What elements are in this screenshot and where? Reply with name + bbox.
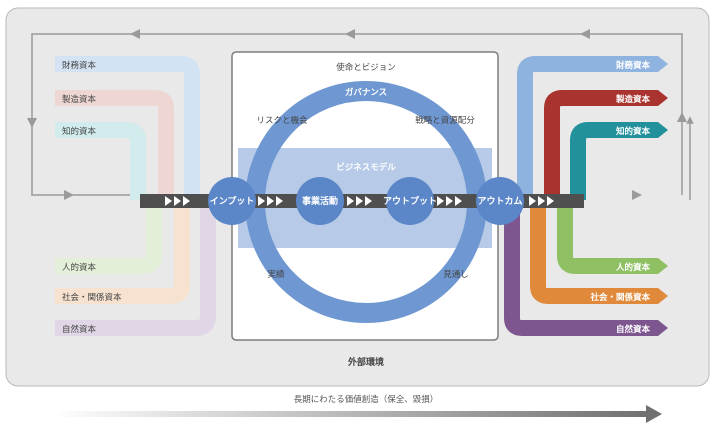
feedback-loop: [31, 33, 694, 200]
flow-chevron: [446, 196, 453, 206]
node-outcome-label: アウトカム: [477, 196, 522, 207]
output-natural-band: [504, 200, 658, 336]
governance-label: ガバナンス: [345, 87, 387, 98]
timeline-arrow: [52, 405, 662, 423]
flow-chevron: [529, 196, 536, 206]
output-intellectual-band: [570, 122, 658, 200]
input-manufactured-band: [55, 90, 174, 200]
node-activity-label: 事業活動: [302, 195, 338, 207]
input-label-intellectual: 知的資本: [62, 126, 97, 137]
flow-chevron: [437, 196, 444, 206]
input-intellectual-band: [55, 122, 146, 200]
output-label-natural: 自然資本: [616, 324, 651, 335]
input-label-human: 人的資本: [62, 262, 97, 273]
output-capitals: [504, 56, 658, 336]
flow-chevrons: [165, 196, 554, 206]
output-social-band: [530, 200, 658, 304]
input-financial-band: [55, 56, 200, 200]
input-label-manufactured: 製造資本: [62, 94, 97, 105]
flow-chevron: [356, 196, 363, 206]
output-labels: 財務資本 製造資本 知的資本 人的資本 社会・関係資本 自然資本: [589, 60, 650, 335]
performance-label: 実績: [267, 269, 285, 280]
output-label-manufactured: 製造資本: [615, 94, 651, 105]
flow-chevron: [365, 196, 372, 206]
external-environment-label: 外部環境: [347, 356, 384, 368]
flow-chevron: [347, 196, 354, 206]
output-label-financial: 財務資本: [615, 60, 651, 71]
node-output-label: アウトプット: [383, 195, 437, 207]
loop-arrowheads: [27, 29, 687, 200]
output-financial-band: [517, 56, 658, 200]
output-label-human: 人的資本: [616, 262, 651, 273]
mission-label: 使命とビジョン: [336, 62, 396, 73]
timeline-label: 長期にわたる価値創造（保全、毀損）: [294, 394, 439, 405]
output-manufactured-band: [544, 90, 658, 200]
flow-chevron: [547, 196, 554, 206]
strategy-label: 戦略と資源配分: [415, 115, 475, 126]
flow-chevron: [267, 196, 274, 206]
node-activity: 事業活動: [296, 177, 344, 225]
flow-chevron: [174, 196, 181, 206]
input-social-band: [55, 200, 190, 304]
input-label-financial: 財務資本: [62, 60, 97, 71]
input-label-social: 社会・関係資本: [62, 292, 122, 303]
input-label-natural: 自然資本: [62, 324, 97, 335]
flow-chevron: [183, 196, 190, 206]
output-arrowheads: [658, 56, 668, 336]
output-label-social: 社会・関係資本: [589, 292, 650, 303]
input-human-band: [55, 200, 162, 274]
outlook-label: 見通し: [443, 269, 469, 280]
output-label-intellectual: 知的資本: [616, 126, 651, 137]
node-input-label: インプット: [210, 195, 255, 207]
node-input: インプット: [208, 177, 256, 225]
flow-chevron: [455, 196, 462, 206]
input-labels: 財務資本 製造資本 知的資本 人的資本 社会・関係資本 自然資本: [62, 60, 122, 335]
risk-label: リスクと機会: [256, 115, 308, 126]
flow-chevron: [276, 196, 283, 206]
node-output: アウトプット: [383, 177, 437, 225]
flow-chevron: [538, 196, 545, 206]
flow-chevron: [258, 196, 265, 206]
business-model-label: ビジネスモデル: [336, 162, 396, 173]
node-outcome: アウトカム: [476, 177, 524, 225]
input-natural-band: [55, 200, 216, 336]
flow-chevron: [165, 196, 172, 206]
input-capitals: [55, 56, 216, 336]
output-human-band: [557, 200, 658, 274]
